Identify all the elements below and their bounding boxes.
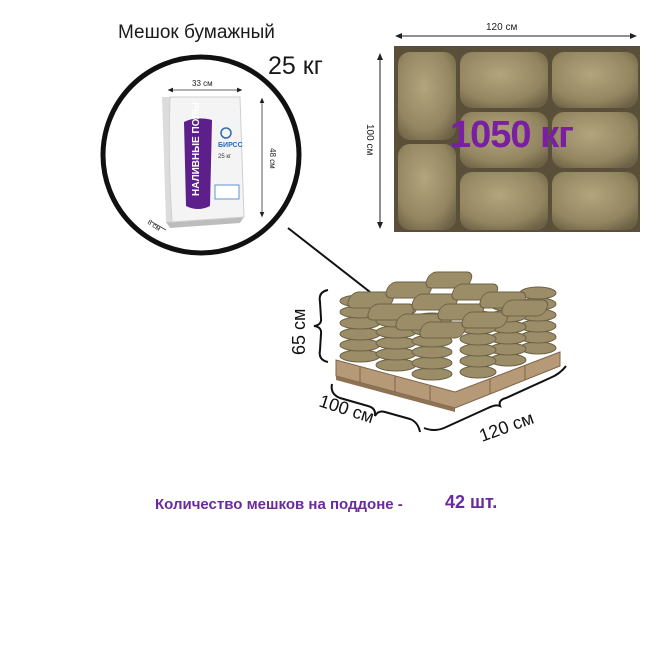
top-bag [398,52,456,140]
stack-bag [411,356,453,370]
stack-bag [375,347,417,361]
height-brace [313,289,329,363]
bag-height-label: 48 см [268,148,277,169]
stack-bag [375,336,417,350]
pallet-height-label: 65 см [289,309,309,355]
top-bag [460,172,548,230]
depth-brace [330,383,421,433]
stack-bag [339,338,381,352]
stack-bag [375,358,417,372]
top-bag [460,52,548,108]
top-bag [552,52,638,108]
stack-bag [459,332,497,346]
bags-count-label: Количество мешков на поддоне - [155,496,403,513]
pallet-total-weight: 1050 кг [450,114,574,156]
top-view-depth-label: 100 см [364,124,375,155]
width-brace [423,365,567,431]
stack-top-bag [461,311,509,329]
stack-bag [459,354,497,368]
bag-type-title: Мешок бумажный [118,22,275,43]
stack-bag [339,327,381,341]
brand-logo-icon [220,127,232,139]
bag-product-name: НАЛИВНЫЕ ПОЛЫ [191,102,202,196]
pallet-3d-view: 65 см 100 см 120 см [289,271,567,446]
pallet-depth-label: 100 см [317,391,377,427]
stack-bag [411,345,453,359]
pallet-bag-stack [339,271,557,381]
bag-width-label: 33 см [192,79,213,88]
top-bag [460,112,548,168]
bag-weight-title: 25 кг [268,52,323,80]
connector-line [287,227,371,293]
stack-bag [339,349,381,363]
top-view-width-label: 120 см [486,22,517,33]
bag-purple-stripe [184,118,212,209]
top-bag [398,144,456,230]
bag-package-weight: 25 кг [218,154,232,160]
stack-top-bag [419,321,467,339]
bags-count-value: 42 шт. [445,492,498,512]
stack-bag [459,365,497,379]
pallet-width-label: 120 см [477,408,537,446]
stack-bag [411,367,453,381]
top-bag [552,112,638,168]
stack-top-bag [501,299,549,317]
stack-bag [459,343,497,357]
top-view-bags [398,52,638,230]
bag-brand: БИРСС [218,142,243,149]
pallet-top-view: 120 см 100 см [364,22,640,232]
bag-closeup: НАЛИВНЫЕ ПОЛЫ БИРСС 25 кг 33 см 48 см 8 … [100,54,302,256]
top-bag [552,172,638,230]
